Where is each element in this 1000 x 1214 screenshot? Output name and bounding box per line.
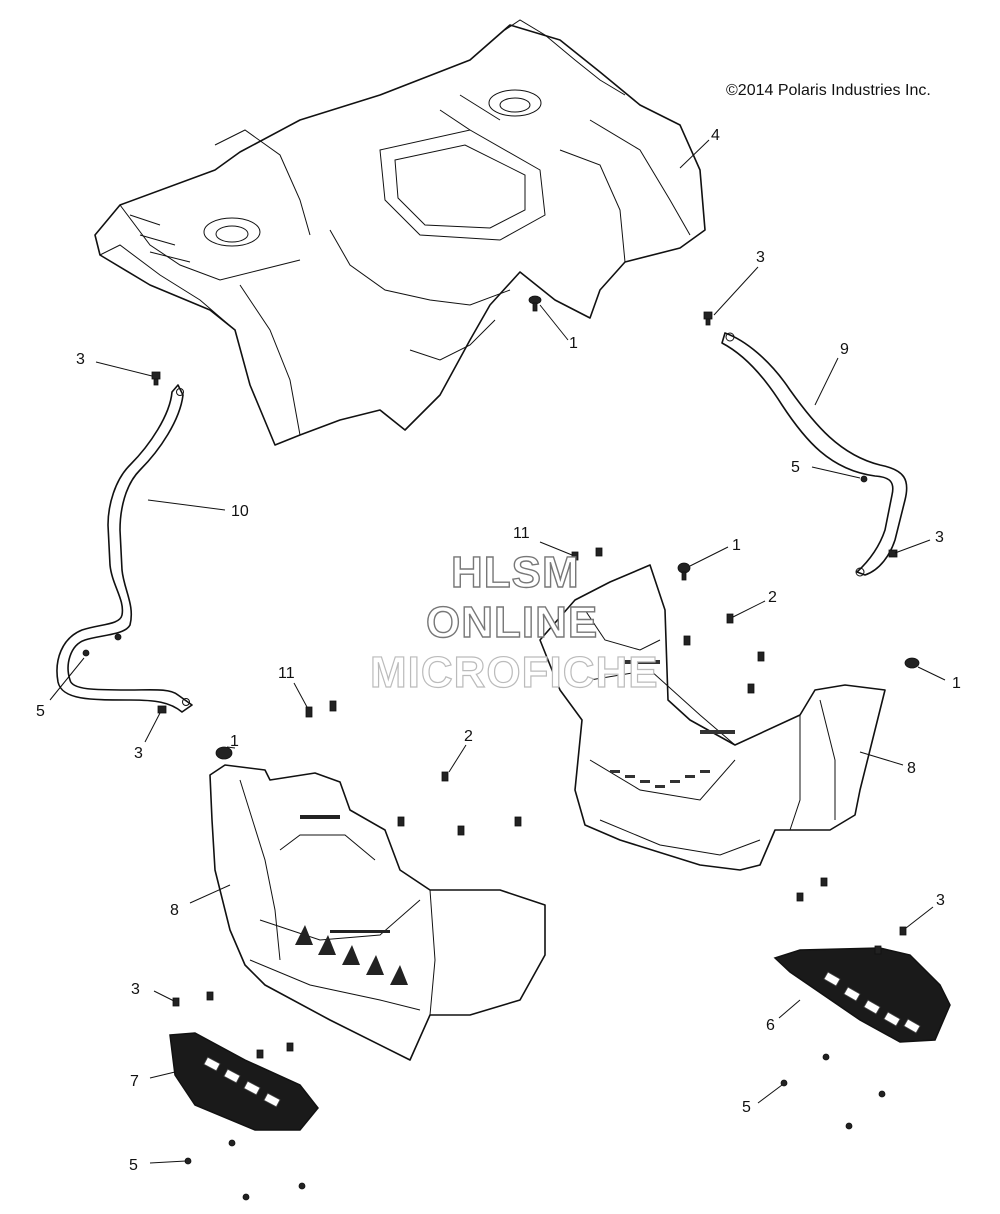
leader-lines <box>49 139 946 1164</box>
callout-7: 7 <box>130 1073 139 1090</box>
callout-3: 3 <box>756 249 765 266</box>
nut-5-left <box>82 633 122 657</box>
callout-4: 4 <box>711 127 720 144</box>
copyright-notice: ©2014 Polaris Industries Inc. <box>726 82 931 99</box>
watermark-line-3: MICROFICHE <box>369 647 659 697</box>
nut-5-right-plate <box>780 1053 886 1130</box>
watermark-line-2: ONLINE <box>425 597 599 647</box>
callout-1: 1 <box>952 675 961 692</box>
callout-10: 10 <box>231 503 249 520</box>
nut-5-left-plate <box>184 1139 306 1201</box>
callout-3: 3 <box>134 745 143 762</box>
callout-2: 2 <box>768 589 777 606</box>
callout-1: 1 <box>230 733 239 750</box>
push-rivet-1-left <box>215 746 233 760</box>
screw-3-left-plate <box>172 991 294 1059</box>
screw-2-left <box>397 771 522 836</box>
callout-1: 1 <box>569 335 578 352</box>
screw-2-right <box>683 613 765 694</box>
callout-11: 11 <box>278 665 295 682</box>
screw-3-right-plate <box>796 877 907 955</box>
fasteners <box>82 295 920 1201</box>
screw-3-left-bottom <box>157 705 167 714</box>
callout-5: 5 <box>791 459 800 476</box>
right-grab-bar[interactable] <box>721 332 908 577</box>
callouts: 4 3 1 9 3 10 5 11 1 3 2 5 1 3 11 1 2 8 8… <box>36 127 961 1174</box>
nut-5-right <box>860 475 868 483</box>
callout-1: 1 <box>732 537 741 554</box>
push-rivet-1-right-top <box>677 562 691 581</box>
watermark-line-1: HLSM <box>450 547 580 597</box>
callout-5: 5 <box>129 1157 138 1174</box>
right-footwell[interactable] <box>539 564 886 871</box>
callout-11: 11 <box>513 525 530 542</box>
left-grab-bar[interactable] <box>56 384 193 713</box>
push-rivet-1-right-side <box>904 657 920 669</box>
callout-6: 6 <box>766 1017 775 1034</box>
screw-3-right-top <box>703 311 713 326</box>
screw-3-left-top <box>151 371 161 386</box>
callout-5: 5 <box>742 1099 751 1116</box>
callout-3: 3 <box>936 892 945 909</box>
screw-11-right <box>571 547 603 561</box>
callout-2: 2 <box>464 728 473 745</box>
callout-3: 3 <box>935 529 944 546</box>
callout-5: 5 <box>36 703 45 720</box>
callout-8: 8 <box>170 902 179 919</box>
push-rivet-1-rack <box>528 295 542 312</box>
left-foot-plate[interactable] <box>169 1032 319 1131</box>
callout-9: 9 <box>840 341 849 358</box>
left-footwell[interactable] <box>209 764 546 1061</box>
right-foot-plate[interactable] <box>773 947 951 1043</box>
callout-3: 3 <box>76 351 85 368</box>
rear-fender-rack[interactable] <box>94 19 706 446</box>
callout-3: 3 <box>131 981 140 998</box>
screw-3-right-bottom <box>888 549 898 558</box>
callout-8: 8 <box>907 760 916 777</box>
screw-11-left <box>305 700 337 718</box>
